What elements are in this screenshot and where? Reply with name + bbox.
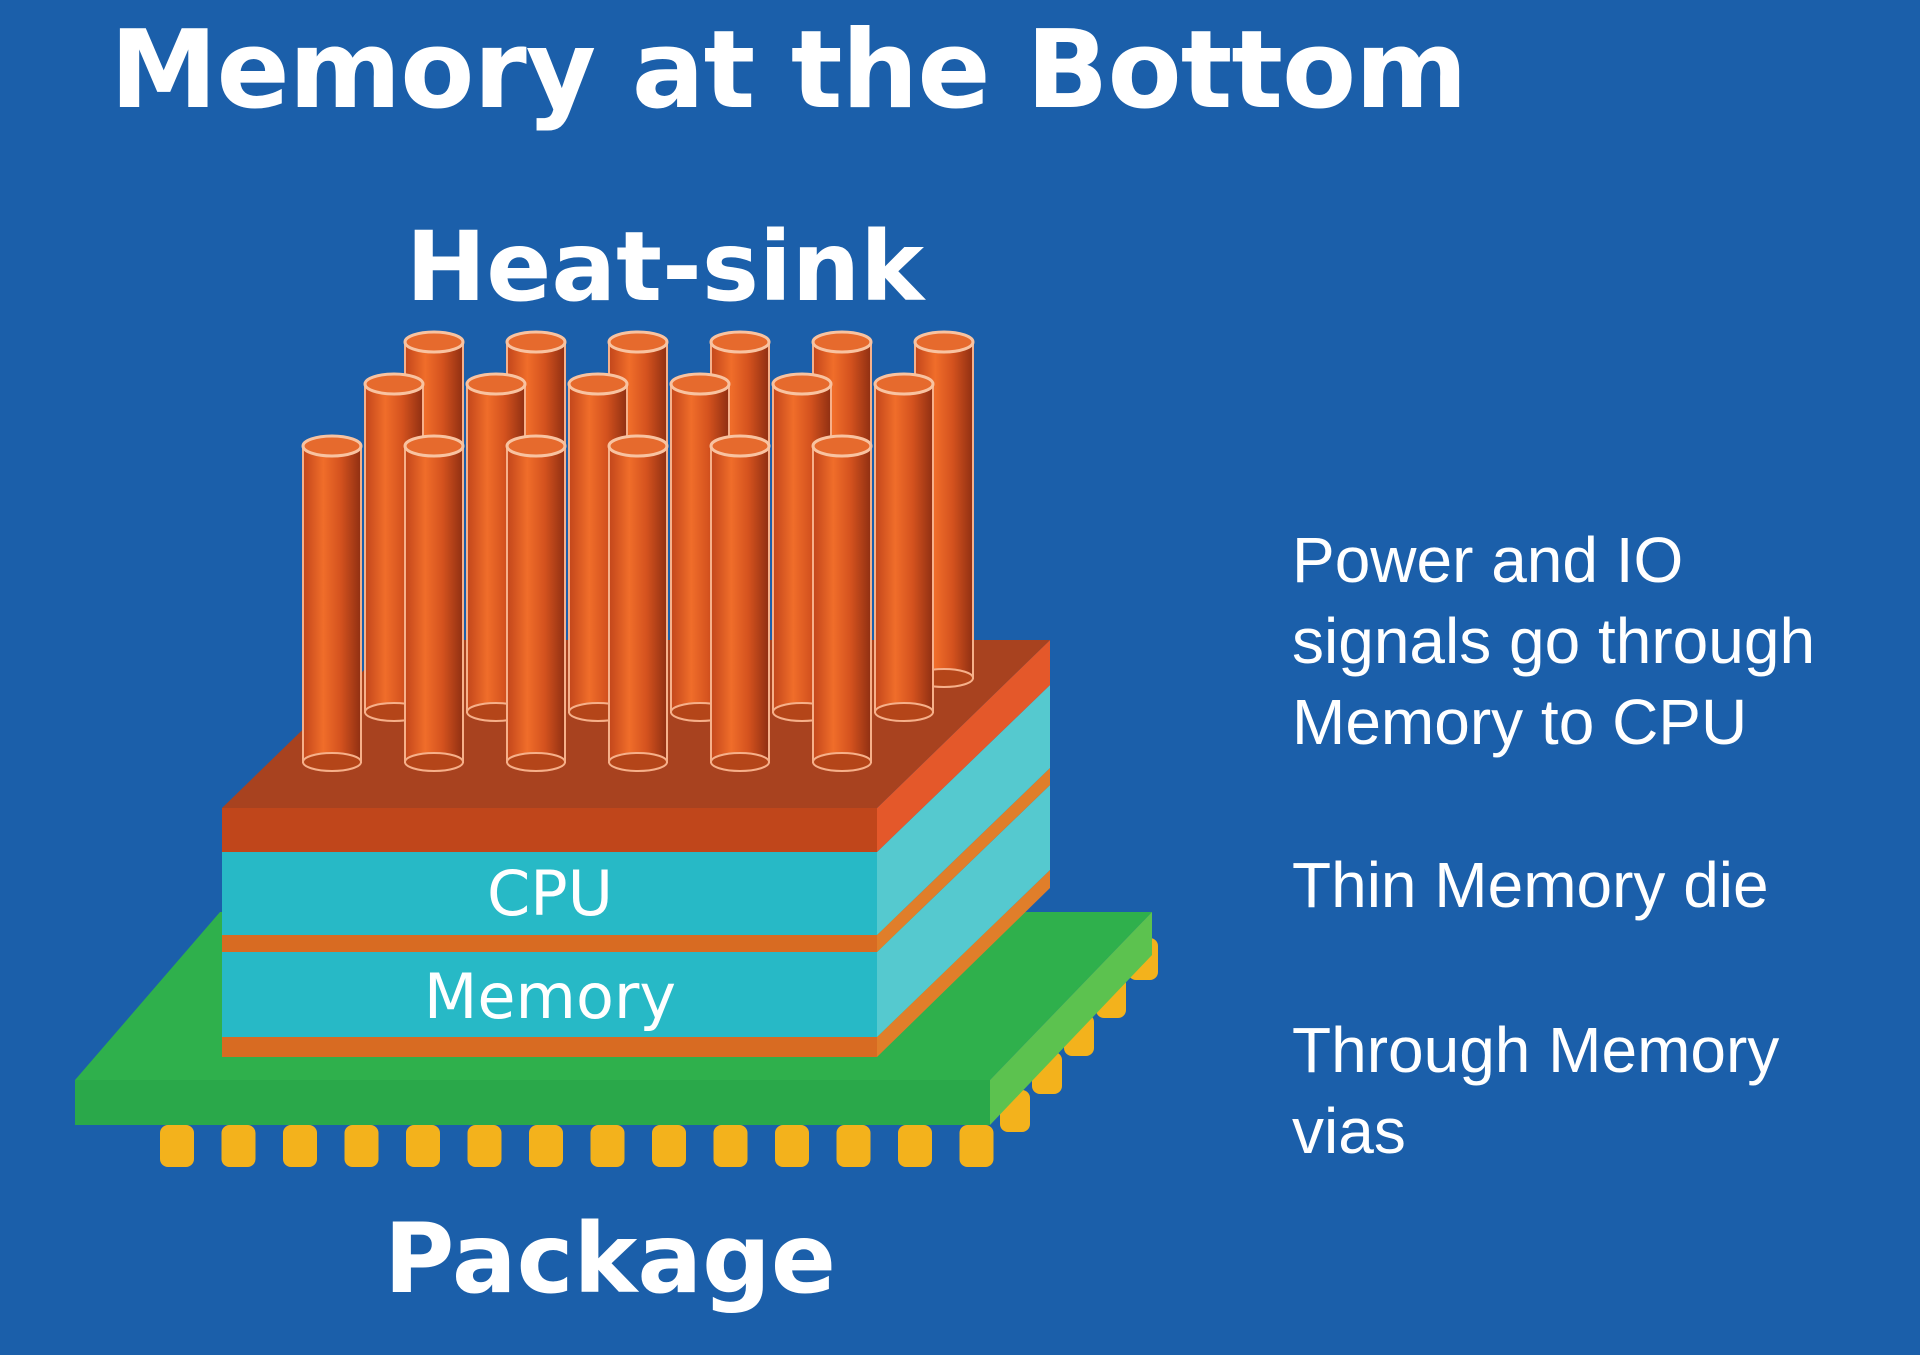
heatsink-fin [873,372,935,722]
note-power-io: Power and IO signals go through Memory t… [1292,524,1816,758]
package-pin [836,1125,871,1167]
cpu-label: CPU [487,857,613,930]
package-pins-front [160,1125,994,1167]
notes-panel: Power and IO signals go through Memory t… [1292,520,1892,1167]
package-pin [344,1125,379,1167]
heatsink-fins [301,330,975,772]
heatsink-fin [709,434,771,772]
memory-label: Memory [424,960,676,1033]
heatsink-fin [505,434,567,772]
cpu-die [222,685,1050,935]
package-pin [160,1125,194,1167]
package-pin [221,1125,256,1167]
package-pin [467,1125,502,1167]
package-pin [898,1125,932,1167]
heatsink-fin [607,434,669,772]
package-label: Package [384,1203,836,1315]
memory-die [222,768,1050,1057]
heatsink-fin [301,434,363,772]
package-pin [283,1125,317,1167]
package-pin [713,1125,748,1167]
note-thin-memory: Thin Memory die [1292,849,1769,921]
package-pin [406,1125,440,1167]
package-pin [590,1125,625,1167]
note-vias: Through Memory vias [1292,1014,1780,1167]
heatsink-label: Heat-sink [406,211,926,323]
package-pin [775,1125,809,1167]
slide-title: Memory at the Bottom [110,8,1468,133]
heatsink-fin [403,434,465,772]
package-pin [529,1125,563,1167]
package-pin [959,1125,994,1167]
heatsink-fin [811,434,873,772]
package-pin [652,1125,686,1167]
